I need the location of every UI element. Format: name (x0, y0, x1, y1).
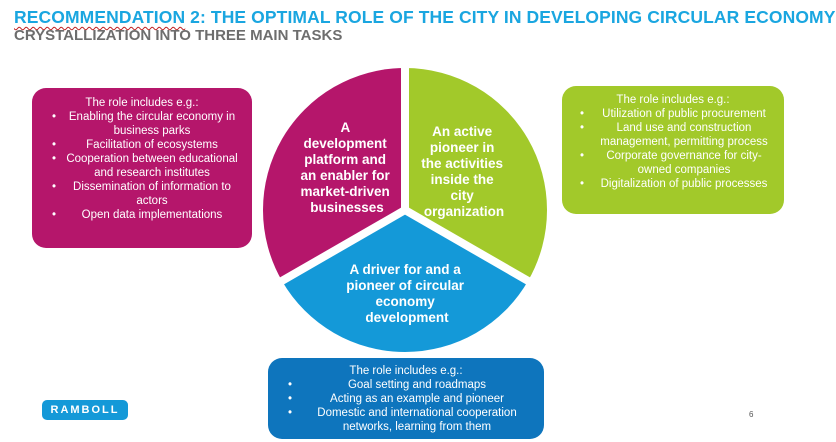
bottom-box-item: Acting as an example and pioneer (276, 392, 536, 406)
left-box-item: Enabling the circular economy in busines… (40, 110, 244, 138)
left-box-heading: The role includes e.g.: (85, 97, 199, 109)
ramboll-logo: RAMBOLL (42, 400, 128, 420)
slide-title: RECOMMENDATION 2: THE OPTIMAL ROLE OF TH… (14, 7, 836, 28)
segment-left-label: A development platform and an enabler fo… (300, 120, 393, 215)
bottom-box-item: Goal setting and roadmaps (276, 378, 536, 392)
right-box-item: Land use and construction management, pe… (568, 121, 778, 149)
left-box-item: Open data implementations (40, 208, 244, 222)
three-segment-circle-diagram: A development platform and an enabler fo… (262, 66, 548, 353)
page-number: 6 (749, 410, 754, 419)
bottom-box-heading: The role includes e.g.: (349, 365, 463, 377)
bottom-box-item: Domestic and international cooperation n… (276, 406, 536, 434)
slide-subtitle: CRYSTALLIZATION INTO THREE MAIN TASKS (14, 27, 343, 44)
left-box-item: Cooperation between educational and rese… (40, 152, 244, 180)
right-box-item: Digitalization of public processes (568, 177, 778, 191)
right-box-list: Utilization of public procurement Land u… (568, 107, 778, 191)
left-box-item: Facilitation of ecosystems (40, 138, 244, 152)
separator-right (403, 206, 532, 286)
left-role-box: The role includes e.g.: Enabling the cir… (32, 88, 252, 248)
title-rest: 2: THE OPTIMAL ROLE OF THE CITY IN DEVEL… (185, 7, 836, 27)
right-role-box: The role includes e.g.: Utilization of p… (562, 86, 784, 214)
segment-bottom-label: A driver for and a pioneer of circular e… (346, 262, 468, 325)
title-underlined-word: RECOMMENDATION (14, 7, 186, 27)
left-box-item: Dissemination of information to actors (40, 180, 244, 208)
right-box-item: Utilization of public procurement (568, 107, 778, 121)
right-box-heading: The role includes e.g.: (616, 94, 730, 106)
left-box-list: Enabling the circular economy in busines… (40, 110, 244, 222)
segment-right-label: An active pioneer in the activities insi… (421, 124, 507, 219)
separator-left (278, 206, 407, 286)
bottom-box-list: Goal setting and roadmaps Acting as an e… (276, 378, 536, 434)
right-box-item: Corporate governance for city-owned comp… (568, 149, 778, 177)
bottom-role-box: The role includes e.g.: Goal setting and… (268, 358, 544, 439)
